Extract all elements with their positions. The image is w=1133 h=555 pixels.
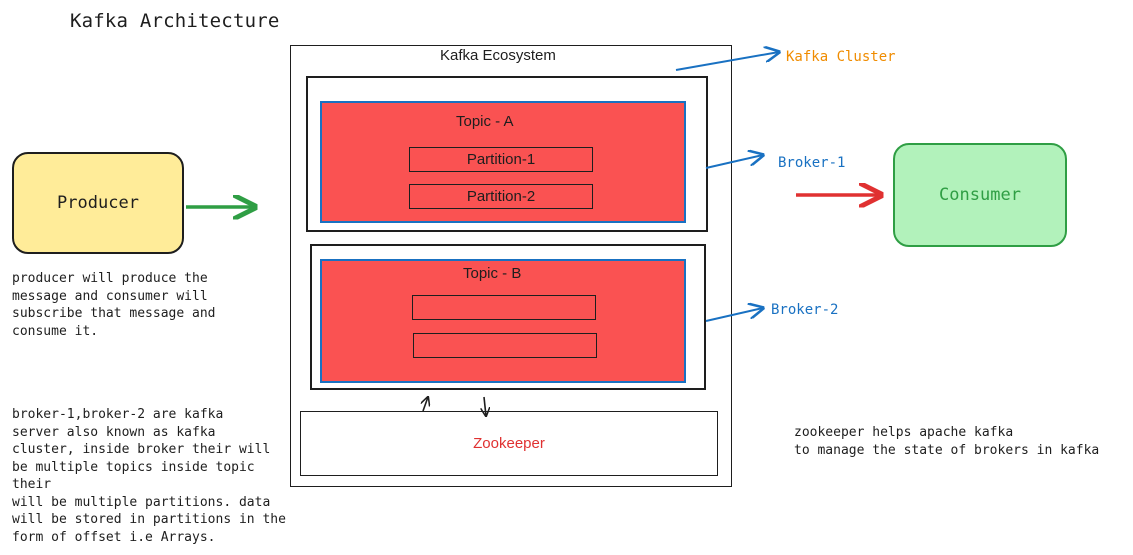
- kafka-ecosystem-label: Kafka Ecosystem: [440, 47, 556, 64]
- topic-a-label: Topic - A: [456, 113, 514, 130]
- diagram-title: Kafka Architecture: [70, 10, 280, 32]
- producer-node: Producer: [12, 152, 184, 254]
- broker-1-callout: Broker-1: [778, 155, 846, 171]
- consumer-node: Consumer: [893, 143, 1067, 247]
- broker-1-arrow: [705, 155, 763, 169]
- broker-1-frame: [306, 76, 708, 232]
- partition-box: [412, 295, 596, 320]
- producer-label: Producer: [57, 193, 139, 213]
- zookeeper-node: Zookeeper: [300, 411, 718, 476]
- zookeeper-down-arrow: [484, 396, 486, 416]
- partition-label: Partition-2: [466, 188, 536, 205]
- topic-b-box: [320, 259, 686, 383]
- kafka-cluster-callout: Kafka Cluster: [786, 49, 896, 65]
- broker-note: broker-1,broker-2 are kafka server also …: [12, 407, 286, 545]
- kafka-cluster-arrow: [675, 52, 779, 71]
- partition-box: Partition-1: [409, 147, 593, 172]
- partition-box: [413, 333, 597, 358]
- partition-label: Partition-1: [466, 151, 536, 168]
- topic-a-box: [320, 101, 686, 223]
- zookeeper-up-arrow: [423, 397, 428, 412]
- producer-note: producer will produce the message and co…: [12, 271, 216, 339]
- zookeeper-note: zookeeper helps apache kafka to manage t…: [794, 425, 1100, 458]
- topic-b-label: Topic - B: [463, 265, 522, 282]
- broker-2-frame: [310, 244, 706, 390]
- broker-2-arrow: [705, 308, 763, 322]
- kafka-ecosystem-frame: [290, 45, 732, 487]
- broker-2-callout: Broker-2: [771, 302, 839, 318]
- zookeeper-label: Zookeeper: [473, 435, 545, 452]
- consumer-label: Consumer: [939, 185, 1021, 205]
- partition-box: Partition-2: [409, 184, 593, 209]
